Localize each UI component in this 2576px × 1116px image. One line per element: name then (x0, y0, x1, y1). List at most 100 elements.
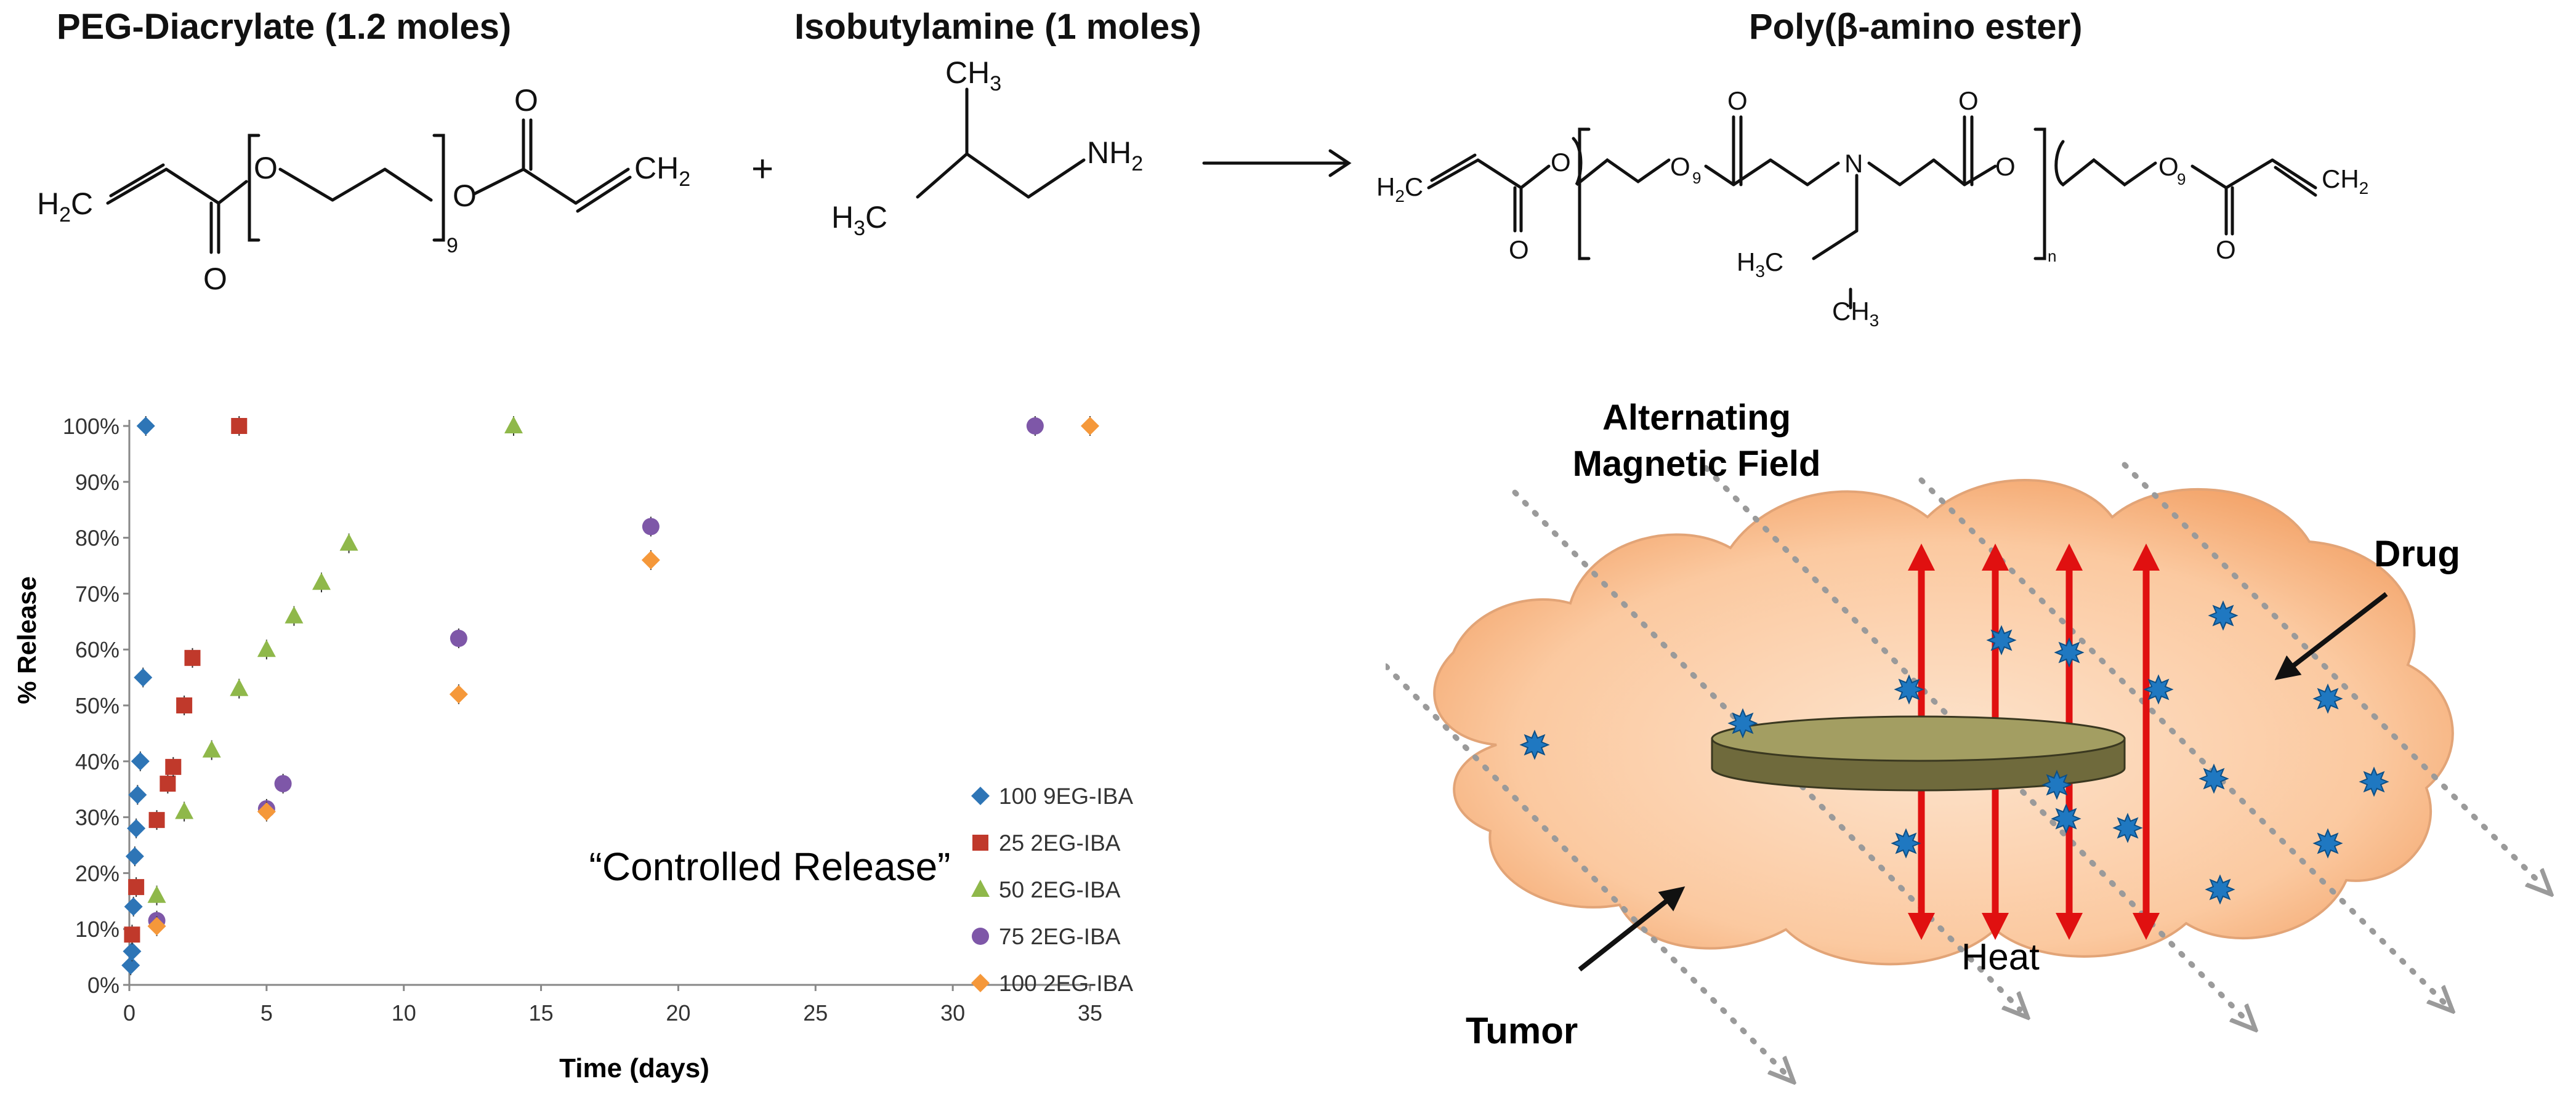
product-o1-label: O (1509, 235, 1529, 264)
data-point (124, 926, 140, 943)
y-tick-label: 20% (75, 861, 119, 886)
reaction-scheme: H2C O O 9 O O CH2 + CH3 H3C NH2 H2C O O … (37, 55, 2368, 330)
data-point (176, 697, 193, 713)
product-subn: n (2048, 247, 2056, 265)
drug-particle-icon (1894, 674, 1924, 705)
data-point (159, 776, 176, 792)
data-point (148, 812, 165, 829)
data-point (1081, 417, 1099, 435)
data-point (257, 640, 276, 657)
drug-particle-icon (2359, 766, 2389, 797)
product-o6-label: O (1995, 152, 2016, 181)
data-point (165, 758, 182, 775)
field-label-line1: Alternating (1602, 398, 1791, 438)
data-point (123, 942, 142, 961)
drug-particle-icon (2143, 674, 2174, 705)
x-tick-label: 0 (123, 1000, 135, 1026)
legend-marker (972, 835, 988, 851)
product-sub9-a: 9 (1692, 169, 1701, 187)
drug-particle-icon (2054, 637, 2085, 668)
magnetic-disk (1711, 715, 2126, 792)
legend-marker (972, 928, 989, 945)
ester-o-label: O (453, 179, 477, 213)
product-title: Poly(β-amino ester) (1749, 7, 2083, 47)
carbonyl-o-label: O (203, 262, 227, 296)
y-tick-label: 50% (75, 693, 119, 718)
data-point (124, 897, 143, 916)
data-point (285, 606, 304, 624)
data-point (450, 630, 467, 648)
product-ch2-label: CH2 (2322, 164, 2368, 198)
reactant1-title: PEG-Diacrylate (1.2 moles) (57, 7, 512, 47)
legend-label: 25 2EG-IBA (999, 830, 1121, 856)
carbonyl-o2-label: O (514, 83, 538, 118)
data-point (449, 684, 468, 704)
legend-label: 100 2EG-IBA (999, 971, 1133, 996)
ch3-top-label: CH3 (945, 55, 1001, 95)
data-point (339, 533, 358, 551)
data-point (127, 819, 146, 838)
y-tick-label: 30% (75, 805, 119, 830)
drug-particle-icon (2198, 763, 2229, 794)
product-n-label: N (1844, 149, 1863, 178)
data-point (131, 752, 150, 771)
drug-particle-icon (1891, 828, 1921, 859)
data-point (274, 775, 292, 793)
legend-label: 75 2EG-IBA (999, 924, 1121, 949)
y-tick-label: 70% (75, 581, 119, 606)
y-tick-label: 100% (63, 414, 119, 439)
y-tick-label: 80% (75, 526, 119, 551)
chart-axes (123, 420, 1091, 991)
drug-particle-icon (1519, 729, 1550, 760)
drug-particle-icon (2312, 828, 2343, 859)
data-point (1026, 417, 1044, 435)
drug-particles (1519, 600, 2389, 905)
chart-points (121, 416, 1099, 976)
x-tick-label: 20 (666, 1000, 690, 1026)
drug-label: Drug (2374, 533, 2460, 574)
tumor-label: Tumor (1466, 1010, 1578, 1051)
h2c-label: H2C (37, 187, 93, 227)
legend-marker (971, 974, 990, 992)
repeat-9-label: 9 (446, 234, 458, 257)
reactant2-title: Isobutylamine (1 moles) (794, 7, 1201, 47)
product-o3-label: O (1670, 152, 1690, 181)
data-point (128, 879, 145, 896)
product-o2-label: O (1551, 148, 1571, 177)
product-o7-label: O (2158, 152, 2179, 181)
y-tick-label: 0% (87, 973, 119, 998)
legend-label: 50 2EG-IBA (999, 877, 1121, 902)
x-tick-label: 10 (392, 1000, 416, 1026)
data-point (504, 416, 523, 433)
controlled-release-annotation: “Controlled Release” (589, 845, 951, 889)
data-point (231, 418, 248, 434)
x-tick-label: 5 (260, 1000, 273, 1026)
data-point (184, 649, 201, 666)
data-point (147, 917, 166, 936)
ch2-label: CH2 (634, 151, 690, 191)
data-point (125, 847, 144, 866)
data-point (136, 417, 155, 435)
product-o8-label: O (2216, 235, 2236, 264)
field-label-line2: Magnetic Field (1573, 444, 1821, 484)
product-h2c-label: H2C (1376, 172, 1423, 206)
nh2-label: NH2 (1087, 135, 1143, 175)
data-point (230, 678, 249, 696)
x-tick-label: 30 (940, 1000, 965, 1026)
product-h3c-label: H3C (1737, 247, 1783, 281)
drug-particle-icon (2208, 600, 2239, 631)
heat-label: Heat (1961, 936, 2040, 978)
plus-sign: + (751, 148, 773, 190)
data-point (202, 740, 221, 758)
data-point (128, 785, 147, 805)
product-o5-label: O (1958, 86, 1979, 115)
x-tick-label: 35 (1078, 1000, 1102, 1026)
y-tick-label: 40% (75, 749, 119, 774)
drug-particle-icon (1727, 708, 1758, 739)
drug-particle-icon (2112, 813, 2143, 843)
x-axis-label: Time (days) (559, 1053, 709, 1083)
drug-particle-icon (2051, 803, 2081, 834)
pointer-arrows (1578, 592, 2388, 972)
y-tick-label: 90% (75, 470, 119, 495)
y-tick-label: 60% (75, 637, 119, 662)
